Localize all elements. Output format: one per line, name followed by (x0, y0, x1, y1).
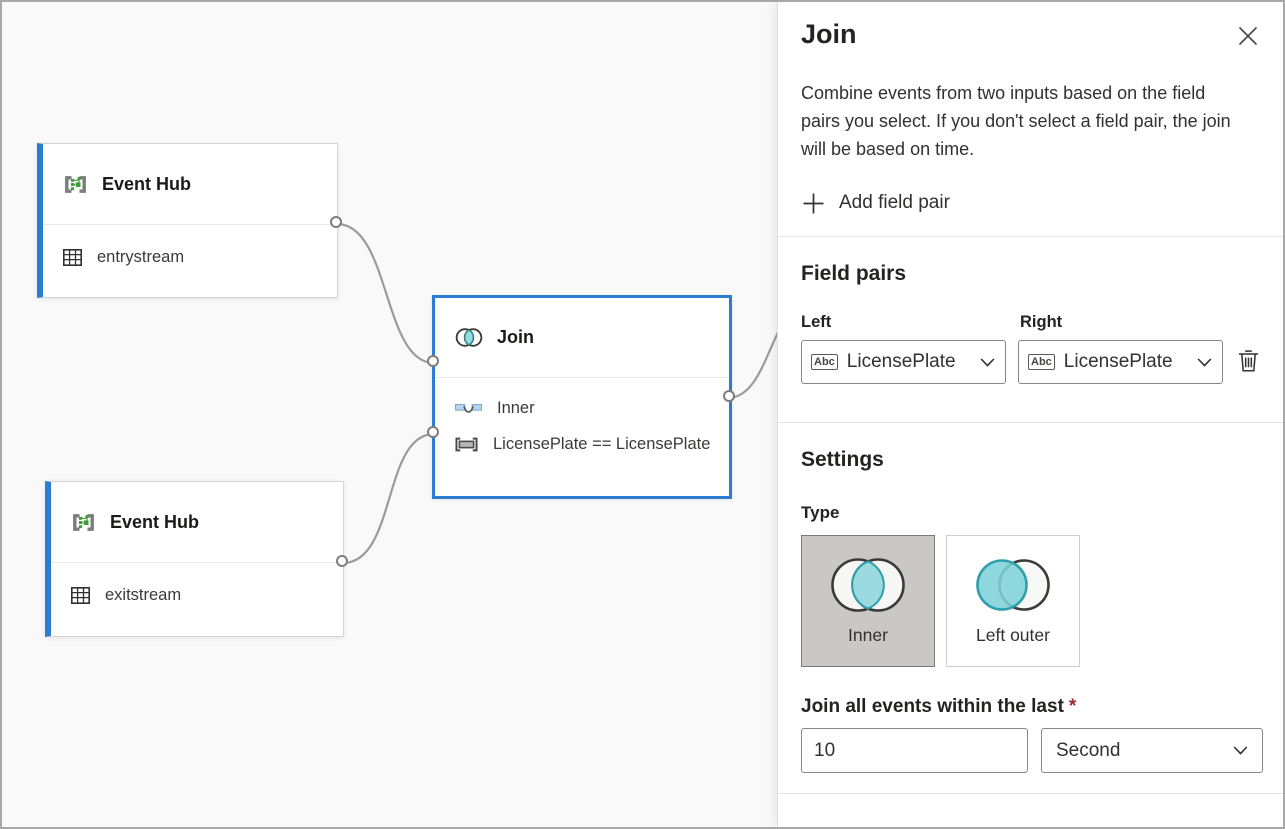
join-window-label: Join all events within the last* (801, 696, 1263, 718)
join-input-port-1[interactable] (427, 355, 439, 367)
join-input-port-2[interactable] (427, 426, 439, 438)
panel-title: Join (801, 19, 857, 49)
wire-exit-to-join (343, 432, 434, 565)
field-pairs-heading: Field pairs (801, 262, 907, 285)
diagram-canvas[interactable]: Event Hub entrystream (2, 2, 777, 827)
node-event-hub-entry[interactable]: Event Hub entrystream (37, 143, 338, 298)
close-icon[interactable] (1233, 21, 1263, 54)
join-window-label-text: Join all events within the last (801, 696, 1064, 717)
window-unit-value: Second (1056, 739, 1121, 761)
join-type-option-inner[interactable]: Inner (801, 535, 935, 667)
chevron-down-icon (1197, 357, 1212, 367)
join-type-row: Inner (455, 399, 729, 418)
join-config-panel: Join Combine events from two inputs base… (777, 2, 1283, 827)
join-output-port[interactable] (723, 390, 735, 402)
chevron-down-icon (1233, 746, 1248, 755)
left-field-value: LicensePlate (846, 351, 956, 372)
left-outer-join-venn-icon (973, 556, 1053, 614)
required-marker: * (1068, 696, 1077, 717)
left-field-label: Left (801, 313, 832, 331)
divider (778, 793, 1283, 794)
node-header: Event Hub (43, 144, 337, 225)
bracket-icon (455, 437, 478, 452)
event-hub-icon (71, 511, 96, 534)
event-hub-icon (63, 173, 88, 196)
panel-description: Combine events from two inputs based on … (801, 83, 1231, 159)
node-header: Event Hub (51, 482, 343, 563)
window-duration-input[interactable] (801, 728, 1028, 773)
right-field-label: Right (1020, 313, 1063, 331)
add-field-pair-label: Add field pair (839, 192, 950, 213)
stream-name: exitstream (105, 586, 182, 604)
join-type-value: Inner (497, 399, 535, 417)
divider (778, 422, 1283, 423)
node-title: Event Hub (102, 173, 192, 194)
plus-icon (803, 193, 824, 214)
wire-join-to-output (730, 331, 777, 400)
chevron-down-icon (980, 357, 995, 367)
wire-entry-to-join (337, 222, 434, 365)
join-type-option-label: Left outer (976, 625, 1050, 645)
node-event-hub-exit[interactable]: Event Hub exitstream (45, 481, 344, 637)
right-field-dropdown[interactable]: Abc LicensePlate (1018, 340, 1223, 384)
window-unit-dropdown[interactable]: Second (1041, 728, 1263, 773)
node-title: Event Hub (110, 511, 200, 532)
output-port-exit[interactable] (336, 555, 348, 567)
table-icon (71, 587, 90, 604)
type-label: Type (801, 503, 840, 522)
connection-wires (337, 222, 777, 565)
string-type-icon: Abc (1028, 354, 1055, 370)
right-field-value: LicensePlate (1063, 351, 1173, 372)
inner-join-venn-icon (829, 556, 907, 614)
stream-row: exitstream (71, 586, 343, 605)
left-field-dropdown[interactable]: Abc LicensePlate (801, 340, 1006, 384)
table-icon (63, 249, 82, 266)
join-type-option-left-outer[interactable]: Left outer (946, 535, 1080, 667)
join-condition-row: LicensePlate == LicensePlate (455, 435, 729, 454)
inner-join-icon (455, 402, 482, 415)
string-type-icon: Abc (811, 354, 838, 370)
settings-heading: Settings (801, 448, 884, 471)
join-condition: LicensePlate == LicensePlate (493, 435, 711, 453)
join-type-option-label: Inner (848, 625, 888, 645)
node-title: Join (497, 327, 535, 347)
stream-row: entrystream (63, 248, 337, 267)
join-venn-icon (455, 327, 483, 348)
delete-field-pair-icon[interactable] (1234, 345, 1263, 379)
add-field-pair-button[interactable]: Add field pair (801, 192, 950, 214)
divider (778, 236, 1283, 237)
node-header: Join (435, 298, 729, 378)
node-join[interactable]: Join Inner (432, 295, 732, 499)
output-port-entry[interactable] (330, 216, 342, 228)
stream-name: entrystream (97, 248, 185, 266)
